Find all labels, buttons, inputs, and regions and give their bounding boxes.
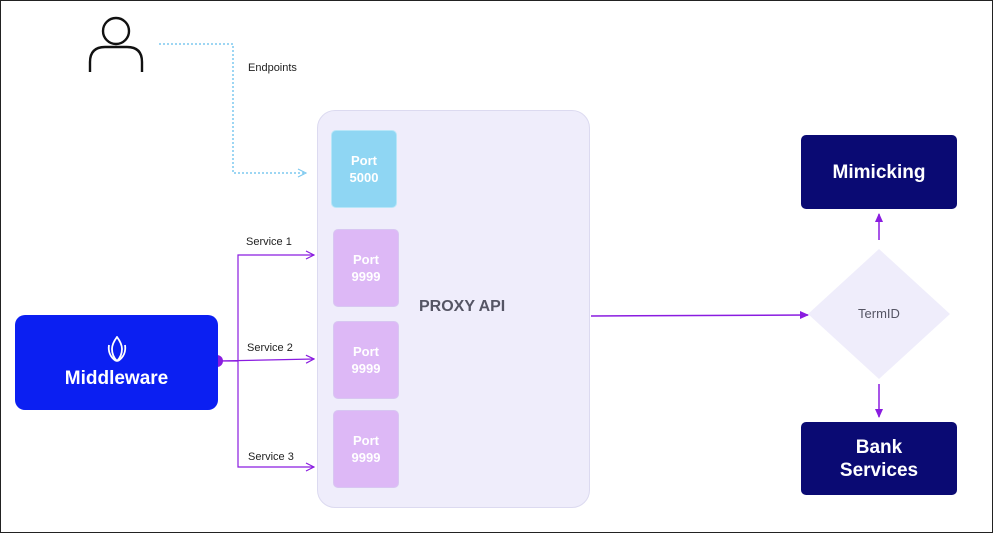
service-3-label: Service 3 [248,451,294,463]
endpoints-connector [159,43,306,173]
endpoints-label: Endpoints [248,62,297,74]
port-number: 5000 [349,170,379,185]
mimicking-label: Mimicking [832,161,926,183]
proxy-to-termid-connector [590,311,809,320]
bank-services-label-line1: Bank [855,436,903,458]
bank-services-box: Bank Services [801,422,957,495]
port-number: 9999 [351,269,381,284]
user-icon [88,16,144,72]
port-label: Port [353,344,379,359]
port-9999-service-1-box: Port 9999 [333,229,399,307]
termid-label: TermID [858,306,900,321]
service-2-label: Service 2 [247,342,293,354]
port-number: 9999 [351,450,381,465]
proxy-api-label: PROXY API [419,298,506,315]
middleware-box: Middleware [15,315,218,410]
middleware-label: Middleware [64,367,169,389]
mimicking-box: Mimicking [801,135,957,209]
service-1-label: Service 1 [246,236,292,248]
port-number: 9999 [351,361,381,376]
service-connectors [217,255,314,467]
termid-diamond [808,249,950,379]
port-5000-box: Port 5000 [331,130,397,208]
middleware-logo-icon [107,335,126,362]
port-label: Port [353,433,379,448]
port-9999-service-2-box: Port 9999 [333,321,399,399]
port-label: Port [351,153,377,168]
port-label: Port [353,252,379,267]
bank-services-label-line2: Services [839,459,919,481]
port-9999-service-3-box: Port 9999 [333,410,399,488]
